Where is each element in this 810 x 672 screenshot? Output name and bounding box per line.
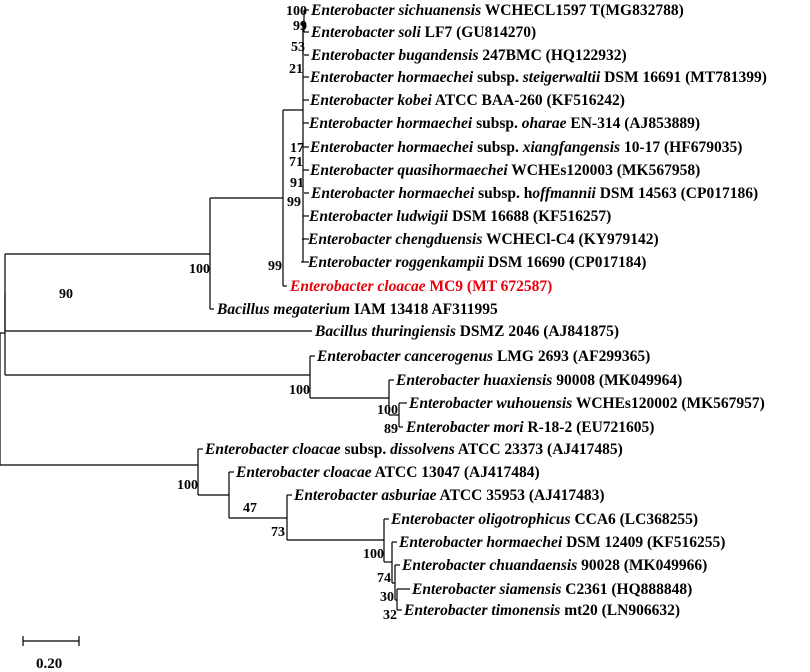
taxon-label-siamensis: Enterobacter siamensis C2361 (HQ888848) xyxy=(411,581,692,598)
taxon-label-quasihormaechei: Enterobacter quasihormaechei WCHEs120003… xyxy=(309,162,700,179)
taxon-label-hoffmannii: Enterobacter hormaechei subsp. hoffmanni… xyxy=(310,185,758,202)
bootstrap-chuandaensis: 74 xyxy=(377,571,391,586)
bootstrap-cloacae-mc9: 99 xyxy=(268,259,282,274)
taxon-label-roggenkampii: Enterobacter roggenkampii DSM 16690 (CP0… xyxy=(307,254,646,271)
scale-bar: 0.20 xyxy=(22,636,80,672)
bootstrap-wuhouensis: 100 xyxy=(377,403,398,418)
bootstrap-oligotrophicus: 73 xyxy=(271,525,285,540)
bootstrap-siamensis: 30 xyxy=(380,590,394,605)
bootstrap-megaterium: 100 xyxy=(189,262,210,277)
bootstrap-ludwigii: 99 xyxy=(287,195,301,210)
taxon-label-ludwigii: Enterobacter ludwigii DSM 16688 (KF51625… xyxy=(308,208,611,225)
bootstrap-hormaechei-12409: 100 xyxy=(363,547,384,562)
taxon-label-megaterium: Bacillus megaterium IAM 13418 AF311995 xyxy=(216,301,498,318)
taxon-label-thuringiensis: Bacillus thuringiensis DSMZ 2046 (AJ8418… xyxy=(314,323,619,340)
taxon-label-huaxiensis: Enterobacter huaxiensis 90008 (MK049964) xyxy=(395,372,682,389)
taxon-label-steigerwaltii: Enterobacter hormaechei subsp. steigerwa… xyxy=(309,69,767,86)
bootstrap-sichuanensis-soli: 100 xyxy=(286,4,307,19)
bootstrap-bugandensis: 53 xyxy=(291,40,305,55)
bootstrap-quasihormaechei: 71 xyxy=(289,155,303,170)
bootstrap-thuringiensis: 90 xyxy=(59,287,73,302)
bootstrap-values: 1009953211771919999100901001008910047731… xyxy=(59,4,398,623)
bootstrap-steigerwaltii: 21 xyxy=(289,62,303,77)
taxon-label-asburiae: Enterobacter asburiae ATCC 35953 (AJ4174… xyxy=(293,487,605,504)
taxon-label-cloacae-mc9: Enterobacter cloacae MC9 (MT 672587) xyxy=(289,278,552,295)
bootstrap-mori: 89 xyxy=(384,422,398,437)
bootstrap-hoffmannii: 91 xyxy=(290,176,304,191)
taxon-label-dissolvens: Enterobacter cloacae subsp. dissolvens A… xyxy=(204,441,623,458)
taxon-label-oharae: Enterobacter hormaechei subsp. oharae EN… xyxy=(308,115,700,132)
taxon-label-timonensis: Enterobacter timonensis mt20 (LN906632) xyxy=(403,602,680,619)
taxon-label-bugandensis: Enterobacter bugandensis 247BMC (HQ12293… xyxy=(310,47,627,64)
bootstrap-dissolvens: 100 xyxy=(177,478,198,493)
bootstrap-soli-bugandensis: 99 xyxy=(293,19,307,34)
taxon-label-oligotrophicus: Enterobacter oligotrophicus CCA6 (LC3682… xyxy=(390,511,698,528)
taxon-label-mori: Enterobacter mori R-18-2 (EU721605) xyxy=(405,419,654,436)
tree-branches xyxy=(0,9,410,611)
bootstrap-xiangfangensis: 17 xyxy=(290,141,304,156)
scale-bar-label: 0.20 xyxy=(36,656,62,672)
bootstrap-cancerogenus: 100 xyxy=(289,383,310,398)
taxon-label-soli: Enterobacter soli LF7 (GU814270) xyxy=(310,24,536,41)
taxon-label-cancerogenus: Enterobacter cancerogenus LMG 2693 (AF29… xyxy=(316,348,650,365)
taxon-label-kobei: Enterobacter kobei ATCC BAA-260 (KF51624… xyxy=(309,92,625,109)
taxon-label-chengduensis: Enterobacter chengduensis WCHECl-C4 (KY9… xyxy=(307,231,659,248)
taxon-label-cloacae-13047: Enterobacter cloacae ATCC 13047 (AJ41748… xyxy=(235,464,540,481)
taxon-label-chuandaensis: Enterobacter chuandaensis 90028 (MK04996… xyxy=(401,557,707,574)
taxon-labels: Enterobacter sichuanensis WCHECL1597 T(M… xyxy=(204,2,767,619)
bootstrap-asburiae: 47 xyxy=(243,501,257,516)
bootstrap-timonensis: 32 xyxy=(383,608,397,623)
taxon-label-wuhouensis: Enterobacter wuhouensis WCHEs120002 (MK5… xyxy=(408,395,765,412)
taxon-label-xiangfangensis: Enterobacter hormaechei subsp. xiangfang… xyxy=(309,139,742,156)
taxon-label-sichuanensis: Enterobacter sichuanensis WCHECL1597 T(M… xyxy=(310,2,684,19)
taxon-label-hormaechei-12409: Enterobacter hormaechei DSM 12409 (KF516… xyxy=(398,534,725,551)
